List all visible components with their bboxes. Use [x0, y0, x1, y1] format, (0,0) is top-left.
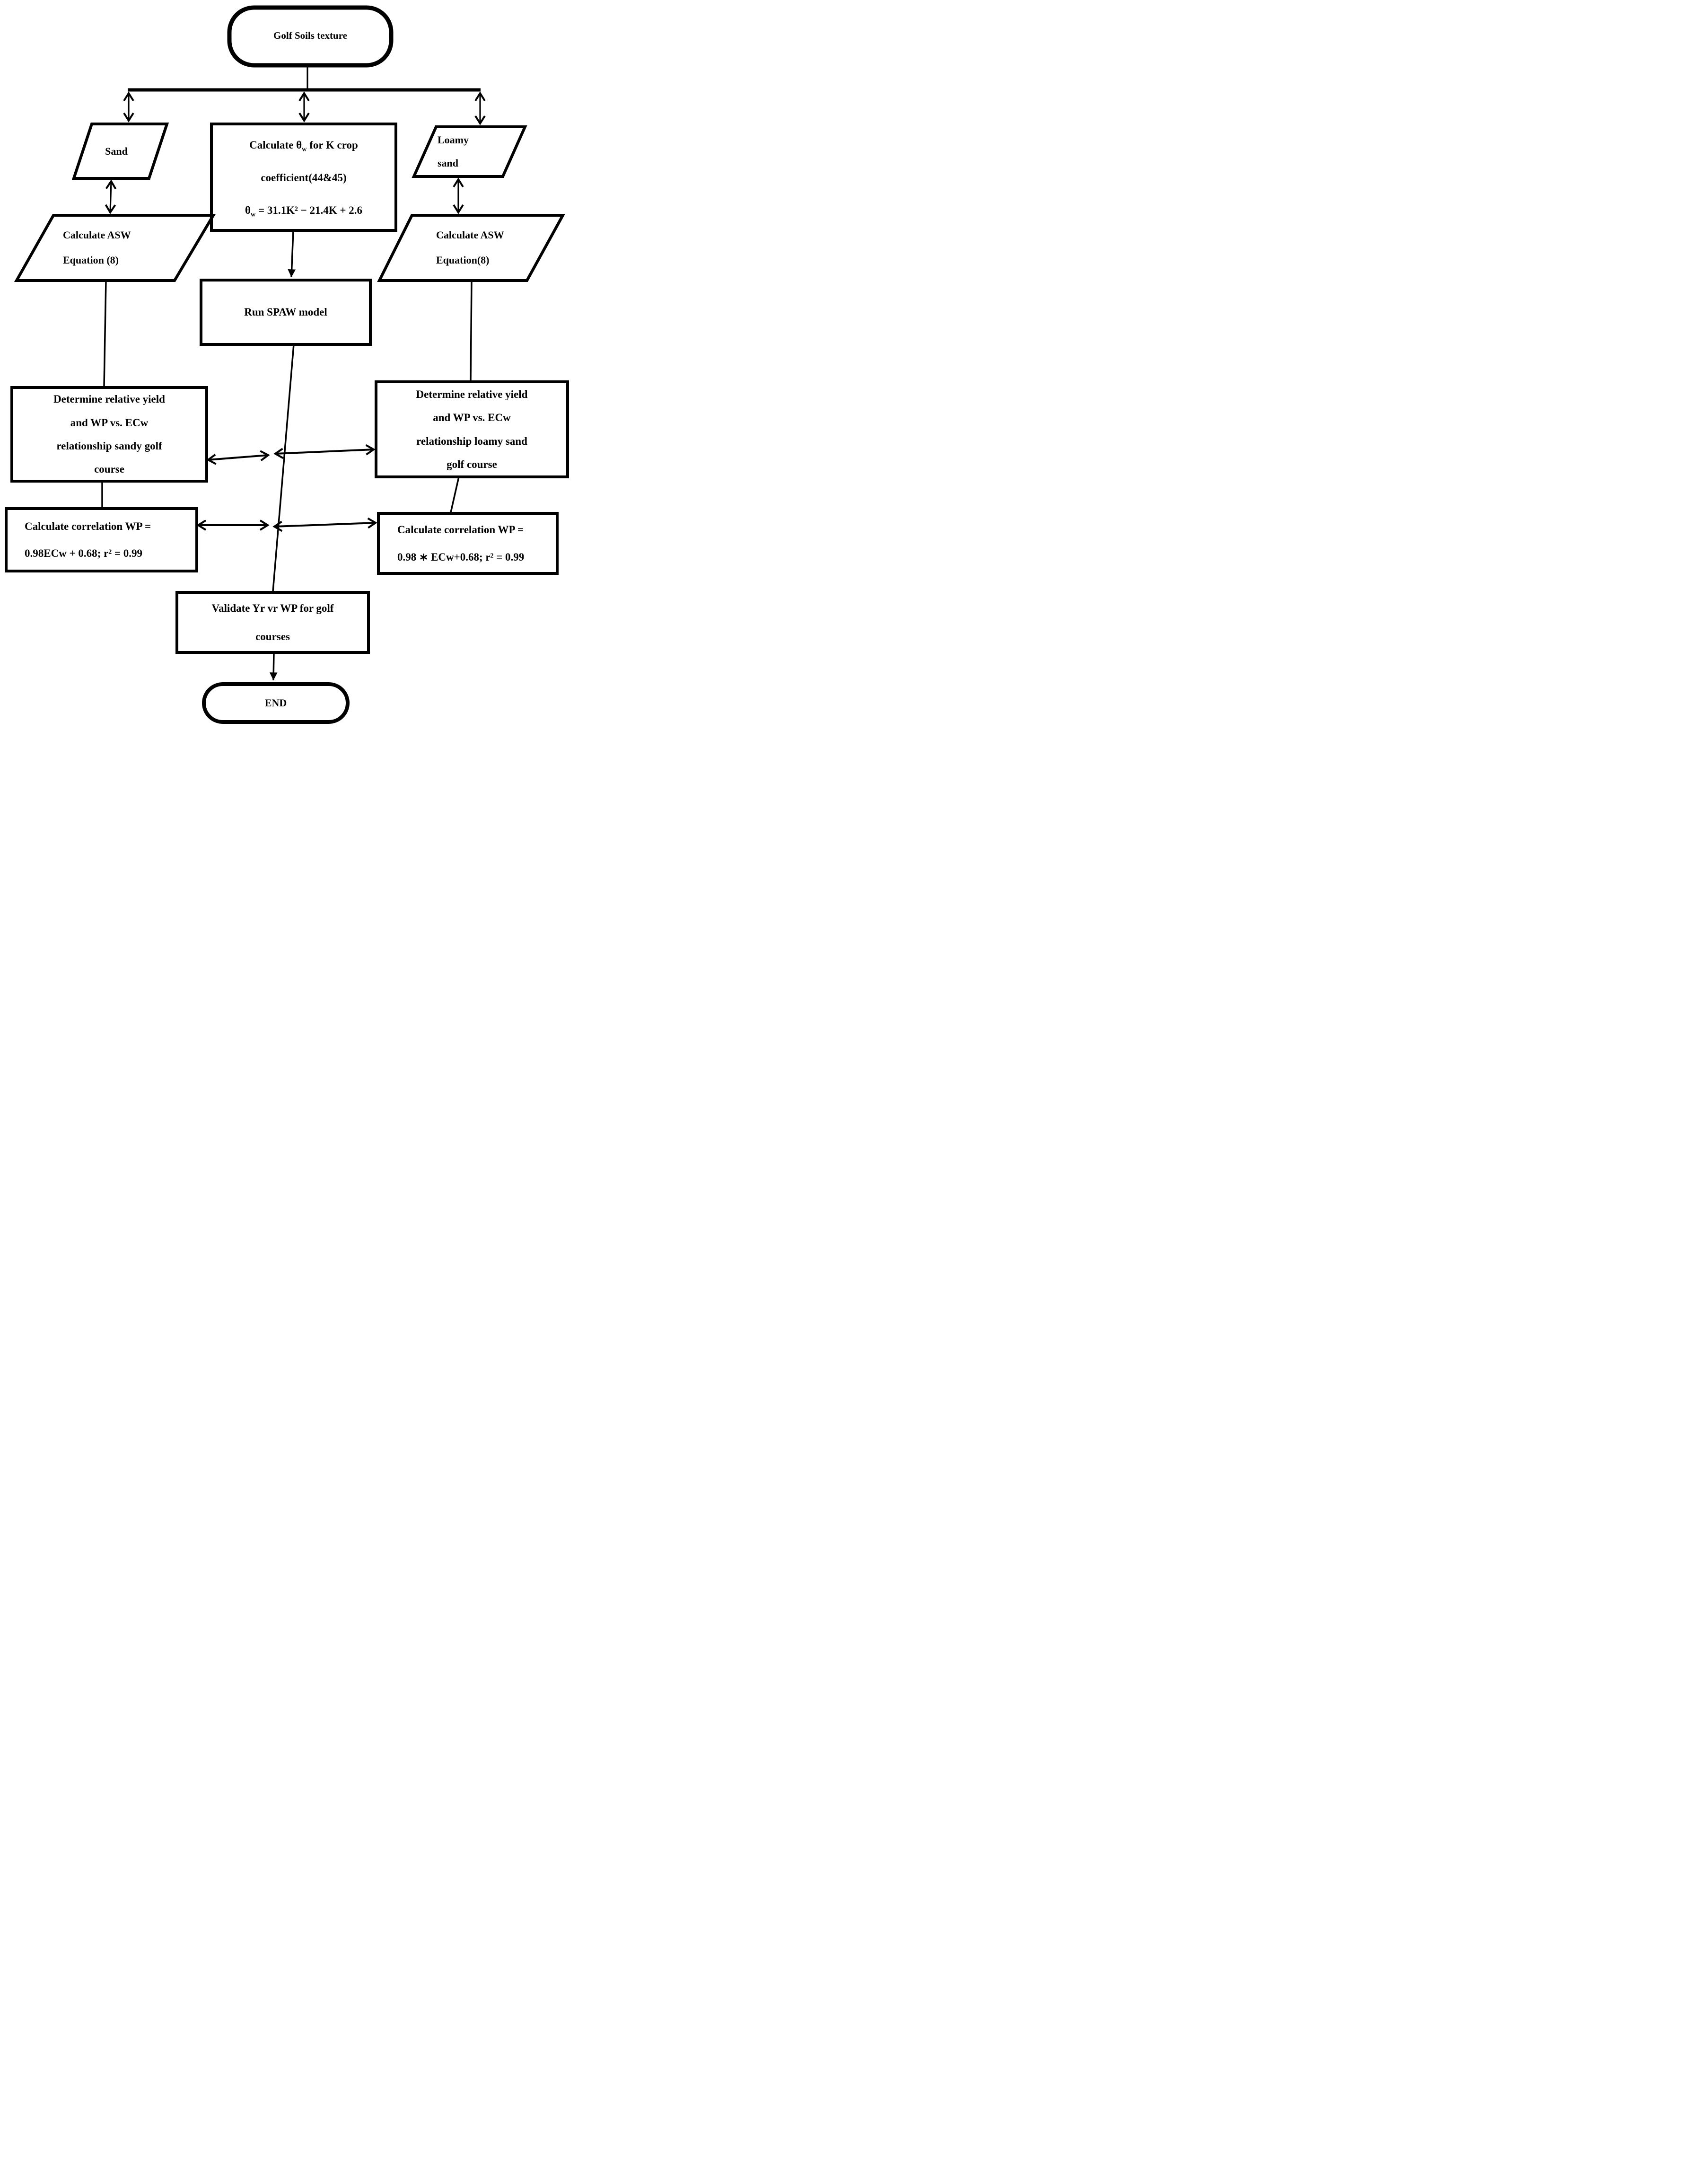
correlation-left-line1: Calculate correlation WP =	[25, 520, 151, 532]
determine-right-line1: Determine relative yield	[416, 388, 528, 400]
node-validate: Validate Yr vr WP for golf courses	[177, 592, 368, 652]
node-correlation-right: Calculate correlation WP = 0.98 ∗ ECw+0.…	[397, 513, 557, 573]
validate-line2: courses	[255, 630, 290, 642]
start-node-shape	[227, 5, 394, 68]
determine-right-line4: golf course	[447, 458, 497, 470]
determine-left-line1: Determine relative yield	[53, 393, 165, 405]
end-node-shape	[202, 682, 350, 724]
loamy-sand-line1: Loamy	[438, 134, 469, 146]
determine-left-line2: and WP vs. ECw	[70, 416, 149, 429]
connector-mid-determine-right	[273, 444, 376, 459]
node-start: Golf Soils texture	[228, 6, 393, 65]
flowchart-canvas: Golf Soils texture Sand Calculate θw for…	[0, 0, 569, 724]
correlation-left-node-shape	[5, 507, 198, 572]
asw-left-line1: Calculate ASW	[63, 229, 131, 241]
node-calc-theta: Calculate θw for K crop coefficient(44&4…	[213, 126, 394, 229]
connector-mid-determine-left	[206, 450, 270, 465]
node-determine-right: Determine relative yield and WP vs. ECw …	[376, 382, 568, 477]
connector-asw-left-to-determine-left	[103, 280, 107, 387]
node-asw-right: Calculate ASW Equation(8)	[436, 221, 559, 274]
asw-right-line2: Equation(8)	[436, 254, 490, 266]
correlation-right-line2: 0.98 ∗ ECw+0.68; r² = 0.99	[397, 551, 525, 563]
flowchart-connectors	[5, 5, 569, 724]
calc-theta-line2: coefficient(44&45)	[261, 171, 347, 184]
calc-theta-node-shape	[210, 123, 397, 232]
asw-left-line2: Equation (8)	[63, 254, 119, 266]
connector-asw-right-to-determine-right	[470, 280, 473, 381]
connector-determine-right-to-correlation-right	[450, 476, 460, 513]
validate-line1: Validate Yr vr WP for golf	[211, 602, 334, 614]
asw-right-line1: Calculate ASW	[436, 229, 504, 241]
correlation-right-line1: Calculate correlation WP =	[397, 524, 524, 536]
determine-left-line4: course	[94, 463, 124, 475]
node-run-spaw: Run SPAW model	[201, 280, 370, 344]
correlation-right-node-shape	[377, 512, 559, 575]
determine-right-line2: and WP vs. ECw	[433, 412, 511, 424]
asw-right-node-shape	[377, 214, 566, 282]
node-loamy-sand: Loamy sand	[438, 127, 513, 176]
connector-validate-to-end	[269, 652, 278, 681]
calc-theta-line3: θw = 31.1K² − 21.4K + 2.6	[245, 204, 363, 219]
determine-right-node-shape	[375, 380, 569, 478]
start-label: Golf Soils texture	[273, 29, 347, 41]
loamy-sand-line2: sand	[438, 157, 459, 169]
correlation-left-line2: 0.98ECw + 0.68; r² = 0.99	[25, 547, 143, 559]
determine-left-node-shape	[10, 386, 208, 483]
run-spaw-node-shape	[200, 279, 372, 346]
connector-sand-to-asw-left	[105, 179, 117, 214]
loamy-sand-node-shape	[412, 125, 527, 178]
sand-node-shape	[71, 123, 169, 180]
node-correlation-left: Calculate correlation WP = 0.98ECw + 0.6…	[25, 509, 197, 571]
determine-right-line3: relationship loamy sand	[416, 435, 527, 447]
connector-run-spaw-to-validate-spine	[272, 344, 295, 592]
run-spaw-label: Run SPAW model	[244, 306, 327, 318]
calc-theta-line1: Calculate θw for K crop	[249, 139, 358, 153]
validate-node-shape	[175, 591, 370, 654]
connector-calc-theta-to-run-spaw	[288, 230, 296, 278]
node-determine-left: Determine relative yield and WP vs. ECw …	[12, 387, 207, 481]
end-label: END	[264, 697, 287, 709]
node-end: END	[204, 684, 348, 722]
asw-left-node-shape	[14, 214, 216, 282]
node-sand: Sand	[74, 124, 159, 178]
node-asw-left: Calculate ASW Equation (8)	[63, 221, 186, 274]
connector-low-correlation-right	[272, 517, 377, 532]
sand-label: Sand	[105, 145, 128, 157]
determine-left-line3: relationship sandy golf	[56, 440, 162, 452]
